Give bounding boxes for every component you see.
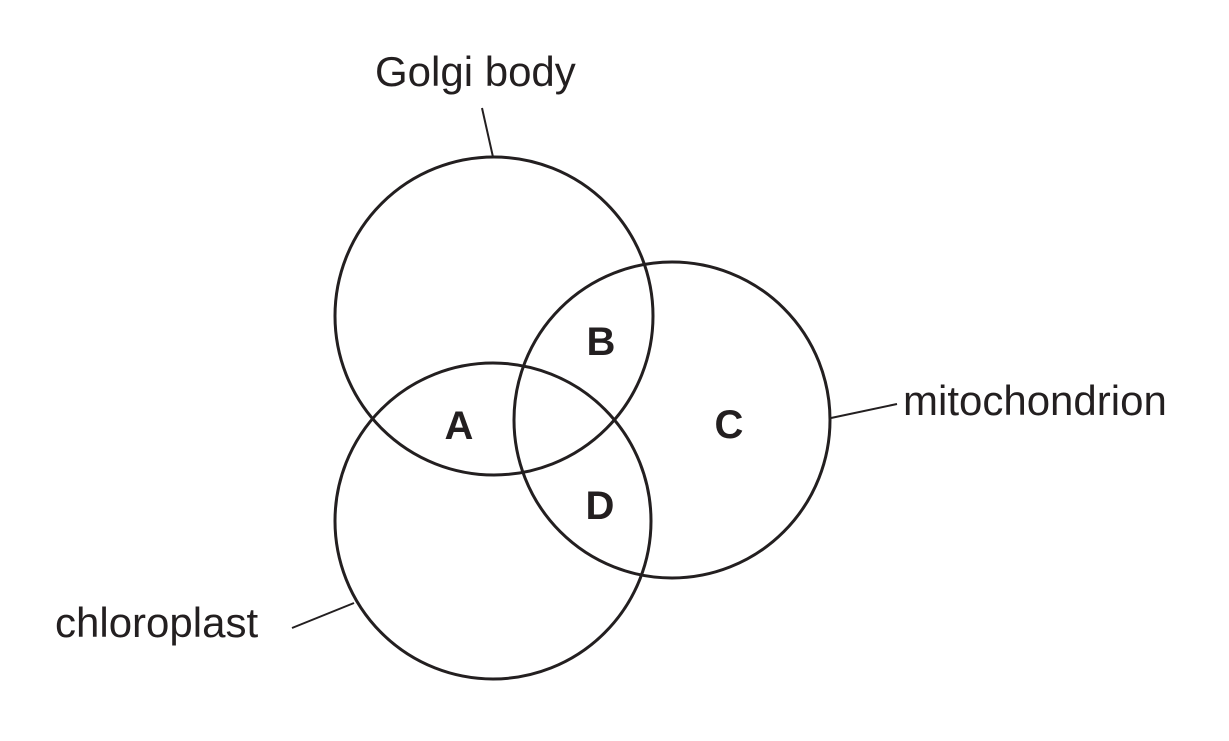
region-b-label: B xyxy=(587,320,616,364)
mitochondrion-leader-line xyxy=(830,403,898,419)
region-a-label: A xyxy=(445,404,474,448)
region-d-label: D xyxy=(586,484,615,528)
golgi-leader-line xyxy=(481,107,494,158)
mitochondrion-circle xyxy=(512,260,832,580)
chloroplast-label: chloroplast xyxy=(55,599,258,646)
region-c-label: C xyxy=(715,403,744,447)
golgi-body-label: Golgi body xyxy=(375,48,576,95)
chloroplast-circle xyxy=(333,361,653,681)
mitochondrion-label: mitochondrion xyxy=(903,377,1167,424)
golgi-body-circle xyxy=(333,155,655,477)
chloroplast-leader-line xyxy=(291,602,355,629)
